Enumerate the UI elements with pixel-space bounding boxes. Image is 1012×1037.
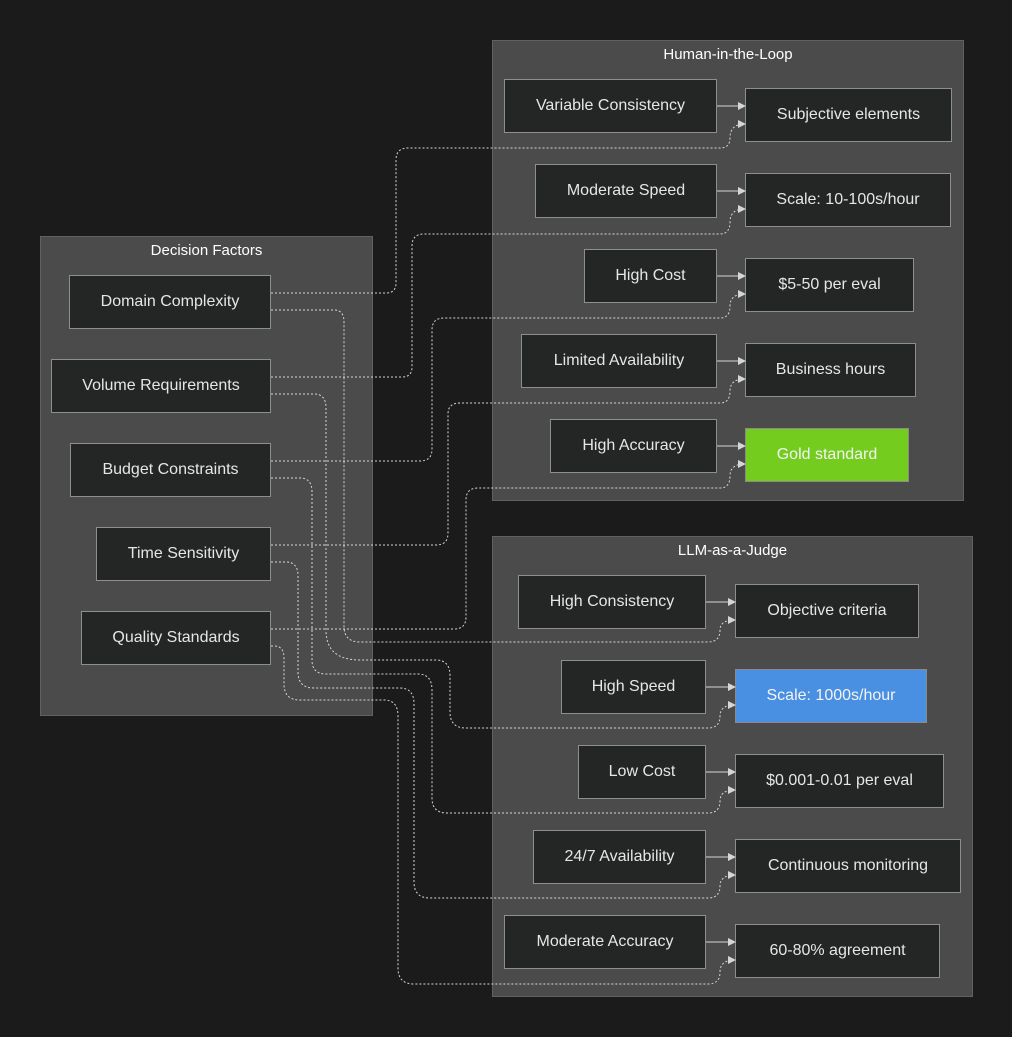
cluster-title-llm-as-a-judge: LLM-as-a-Judge [677,542,788,559]
node-high-cost: High Cost [584,249,717,303]
node-scale-1000s-hour: Scale: 1000s/hour [735,669,927,723]
node-objective-criteria: Objective criteria [735,584,919,638]
node-24-7-availability: 24/7 Availability [533,830,706,884]
node-5-50-per-eval: $5-50 per eval [745,258,914,312]
node-variable-consistency: Variable Consistency [504,79,717,133]
node-moderate-speed: Moderate Speed [535,164,717,218]
cluster-title-human-in-the-loop: Human-in-the-Loop [663,46,793,63]
node-gold-standard: Gold standard [745,428,909,482]
node-limited-availability: Limited Availability [521,334,717,388]
node-high-speed: High Speed [561,660,706,714]
node-time-sensitivity: Time Sensitivity [96,527,271,581]
node-quality-standards: Quality Standards [81,611,271,665]
node-low-cost: Low Cost [578,745,706,799]
node-moderate-accuracy: Moderate Accuracy [504,915,706,969]
node-subjective-elements: Subjective elements [745,88,952,142]
node-volume-requirements: Volume Requirements [51,359,271,413]
node-high-accuracy: High Accuracy [550,419,717,473]
node-high-consistency: High Consistency [518,575,706,629]
node-0001-001-per-eval: $0.001-0.01 per eval [735,754,944,808]
cluster-title-decision-factors: Decision Factors [150,242,263,259]
node-domain-complexity: Domain Complexity [69,275,271,329]
node-60-80-agreement: 60-80% agreement [735,924,940,978]
node-scale-10-100s-hour: Scale: 10-100s/hour [745,173,951,227]
node-business-hours: Business hours [745,343,916,397]
node-continuous-monitoring: Continuous monitoring [735,839,961,893]
node-budget-constraints: Budget Constraints [70,443,271,497]
